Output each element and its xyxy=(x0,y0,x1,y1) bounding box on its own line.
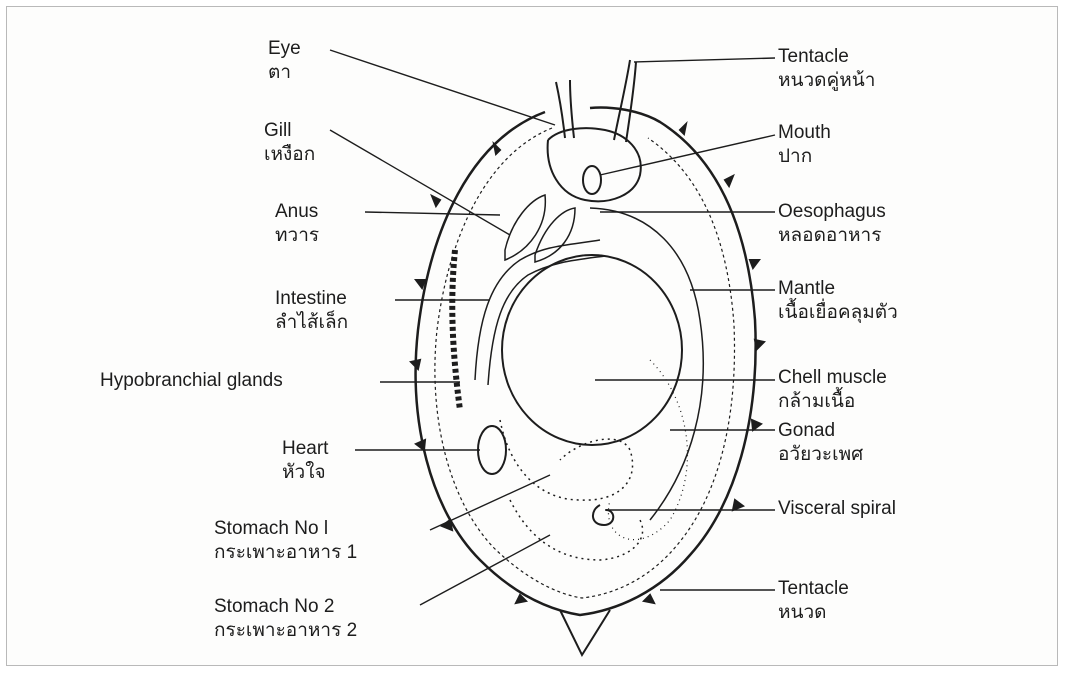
label-visceral-en: Visceral spiral xyxy=(778,498,896,520)
leader-anus xyxy=(365,212,500,215)
gland-shape xyxy=(452,250,460,410)
label-heart: Heart หัวใจ xyxy=(282,438,328,484)
label-intestine-th: ลำไส้เล็ก xyxy=(275,312,348,334)
label-mouth-th: ปาก xyxy=(778,146,831,168)
label-mantle-en: Mantle xyxy=(778,278,898,300)
label-oesophagus-en: Oesophagus xyxy=(778,201,886,223)
label-eye-en: Eye xyxy=(268,38,301,60)
label-tentacle-top-th: หนวดคู่หน้า xyxy=(778,70,875,92)
label-oesophagus: Oesophagus หลอดอาหาร xyxy=(778,201,886,247)
label-stomach1-en: Stomach No l xyxy=(214,518,357,540)
head-shape xyxy=(548,128,641,201)
intestine-shape xyxy=(475,240,605,385)
leader-gill xyxy=(330,130,510,235)
label-gonad-th: อวัยวะเพศ xyxy=(778,444,863,466)
label-stomach2-th: กระเพาะอาหาร 2 xyxy=(214,620,357,642)
label-shell-muscle-en: Chell muscle xyxy=(778,367,887,389)
label-anus: Anus ทวาร xyxy=(275,201,319,247)
label-tentacle-bottom-th: หนวด xyxy=(778,602,849,624)
stomach2-shape xyxy=(510,500,643,560)
label-intestine: Intestine ลำไส้เล็ก xyxy=(275,288,348,334)
inner-outline xyxy=(435,128,735,598)
shell-muscle-shape xyxy=(502,255,682,445)
label-tentacle-bottom: Tentacle หนวด xyxy=(778,578,849,624)
label-tentacle-top-en: Tentacle xyxy=(778,46,875,68)
label-mantle: Mantle เนื้อเยื่อคลุมตัว xyxy=(778,278,898,324)
label-anus-th: ทวาร xyxy=(275,225,319,247)
label-mouth-en: Mouth xyxy=(778,122,831,144)
label-tentacle-bottom-en: Tentacle xyxy=(778,578,849,600)
label-hypobranchial: Hypobranchial glands xyxy=(100,370,283,392)
body-outline xyxy=(416,108,756,615)
shell-spikes xyxy=(411,124,764,603)
mouth-shape xyxy=(583,166,601,194)
leader-stomach2 xyxy=(420,535,550,605)
label-oesophagus-th: หลอดอาหาร xyxy=(778,225,886,247)
label-heart-th: หัวใจ xyxy=(282,462,328,484)
label-gonad-en: Gonad xyxy=(778,420,863,442)
label-gill-en: Gill xyxy=(264,120,315,142)
heart-shape xyxy=(478,426,506,474)
label-mouth: Mouth ปาก xyxy=(778,122,831,168)
label-intestine-en: Intestine xyxy=(275,288,348,310)
leader-eye xyxy=(330,50,555,125)
label-heart-en: Heart xyxy=(282,438,328,460)
label-shell-muscle-th: กล้ามเนื้อ xyxy=(778,391,887,413)
label-gonad: Gonad อวัยวะเพศ xyxy=(778,420,863,466)
tentacle-right-shape xyxy=(614,60,636,142)
label-hypobranchial-en: Hypobranchial glands xyxy=(100,370,283,392)
bottom-tip-shape xyxy=(560,610,610,655)
label-gill-th: เหงือก xyxy=(264,144,315,166)
label-eye-th: ตา xyxy=(268,62,301,84)
label-gill: Gill เหงือก xyxy=(264,120,315,166)
label-mantle-th: เนื้อเยื่อคลุมตัว xyxy=(778,302,898,324)
visceral-shape xyxy=(593,505,613,525)
label-stomach2: Stomach No 2 กระเพาะอาหาร 2 xyxy=(214,596,357,642)
gill-shape-2 xyxy=(535,208,575,262)
mantle-shape xyxy=(590,208,703,520)
label-anus-en: Anus xyxy=(275,201,319,223)
label-stomach1-th: กระเพาะอาหาร 1 xyxy=(214,542,357,564)
leader-tentacle-top xyxy=(634,58,775,62)
label-stomach2-en: Stomach No 2 xyxy=(214,596,357,618)
label-eye: Eye ตา xyxy=(268,38,301,84)
gill-shape-1 xyxy=(505,195,545,260)
label-tentacle-top: Tentacle หนวดคู่หน้า xyxy=(778,46,875,92)
label-shell-muscle: Chell muscle กล้ามเนื้อ xyxy=(778,367,887,413)
label-stomach1: Stomach No l กระเพาะอาหาร 1 xyxy=(214,518,357,564)
label-visceral: Visceral spiral xyxy=(778,498,896,520)
